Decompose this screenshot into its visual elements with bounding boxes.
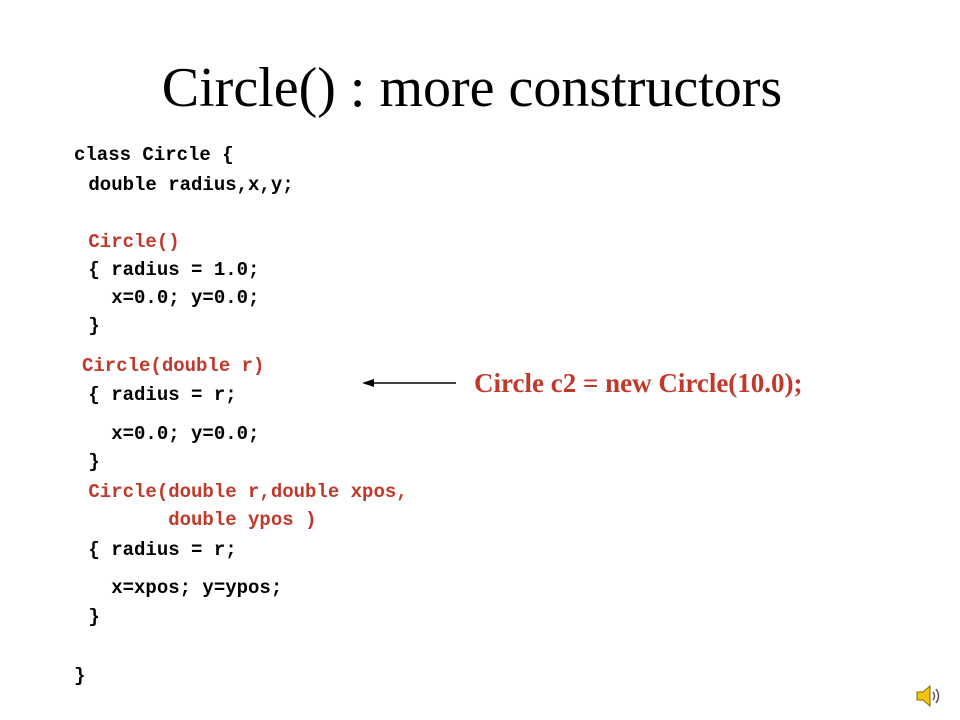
slide-title: Circle() : more constructors: [161, 57, 783, 119]
code-line-ctor1-signature: Circle(): [77, 231, 180, 253]
code-line-ctor3-signature1: Circle(double r,double xpos,: [77, 481, 408, 503]
code-line-ctor3-body1: { radius = r;: [77, 539, 237, 561]
callout-example: Circle c2 = new Circle(10.0);: [474, 368, 803, 398]
code-line-ctor3-body2: x=xpos; y=ypos;: [77, 577, 283, 599]
code-line-ctor2-signature: Circle(double r): [82, 355, 265, 377]
code-line-ctor2-close: }: [77, 451, 100, 473]
speaker-icon[interactable]: [914, 682, 944, 710]
code-line-ctor3-close: }: [77, 606, 100, 628]
code-line-ctor3-signature2: double ypos ): [77, 509, 317, 531]
code-line-ctor2-body2: x=0.0; y=0.0;: [77, 423, 260, 445]
code-line-ctor2-body1: { radius = r;: [77, 384, 237, 406]
code-line-ctor1-body2: x=0.0; y=0.0;: [77, 287, 260, 309]
code-line-ctor1-body1: { radius = 1.0;: [77, 259, 260, 281]
code-line-fields: double radius,x,y;: [77, 174, 294, 196]
code-line-class-close: }: [74, 665, 86, 687]
arrow-left-icon: [362, 379, 456, 387]
code-line-class-decl: class Circle {: [74, 144, 234, 166]
code-line-ctor1-close: }: [77, 315, 100, 337]
